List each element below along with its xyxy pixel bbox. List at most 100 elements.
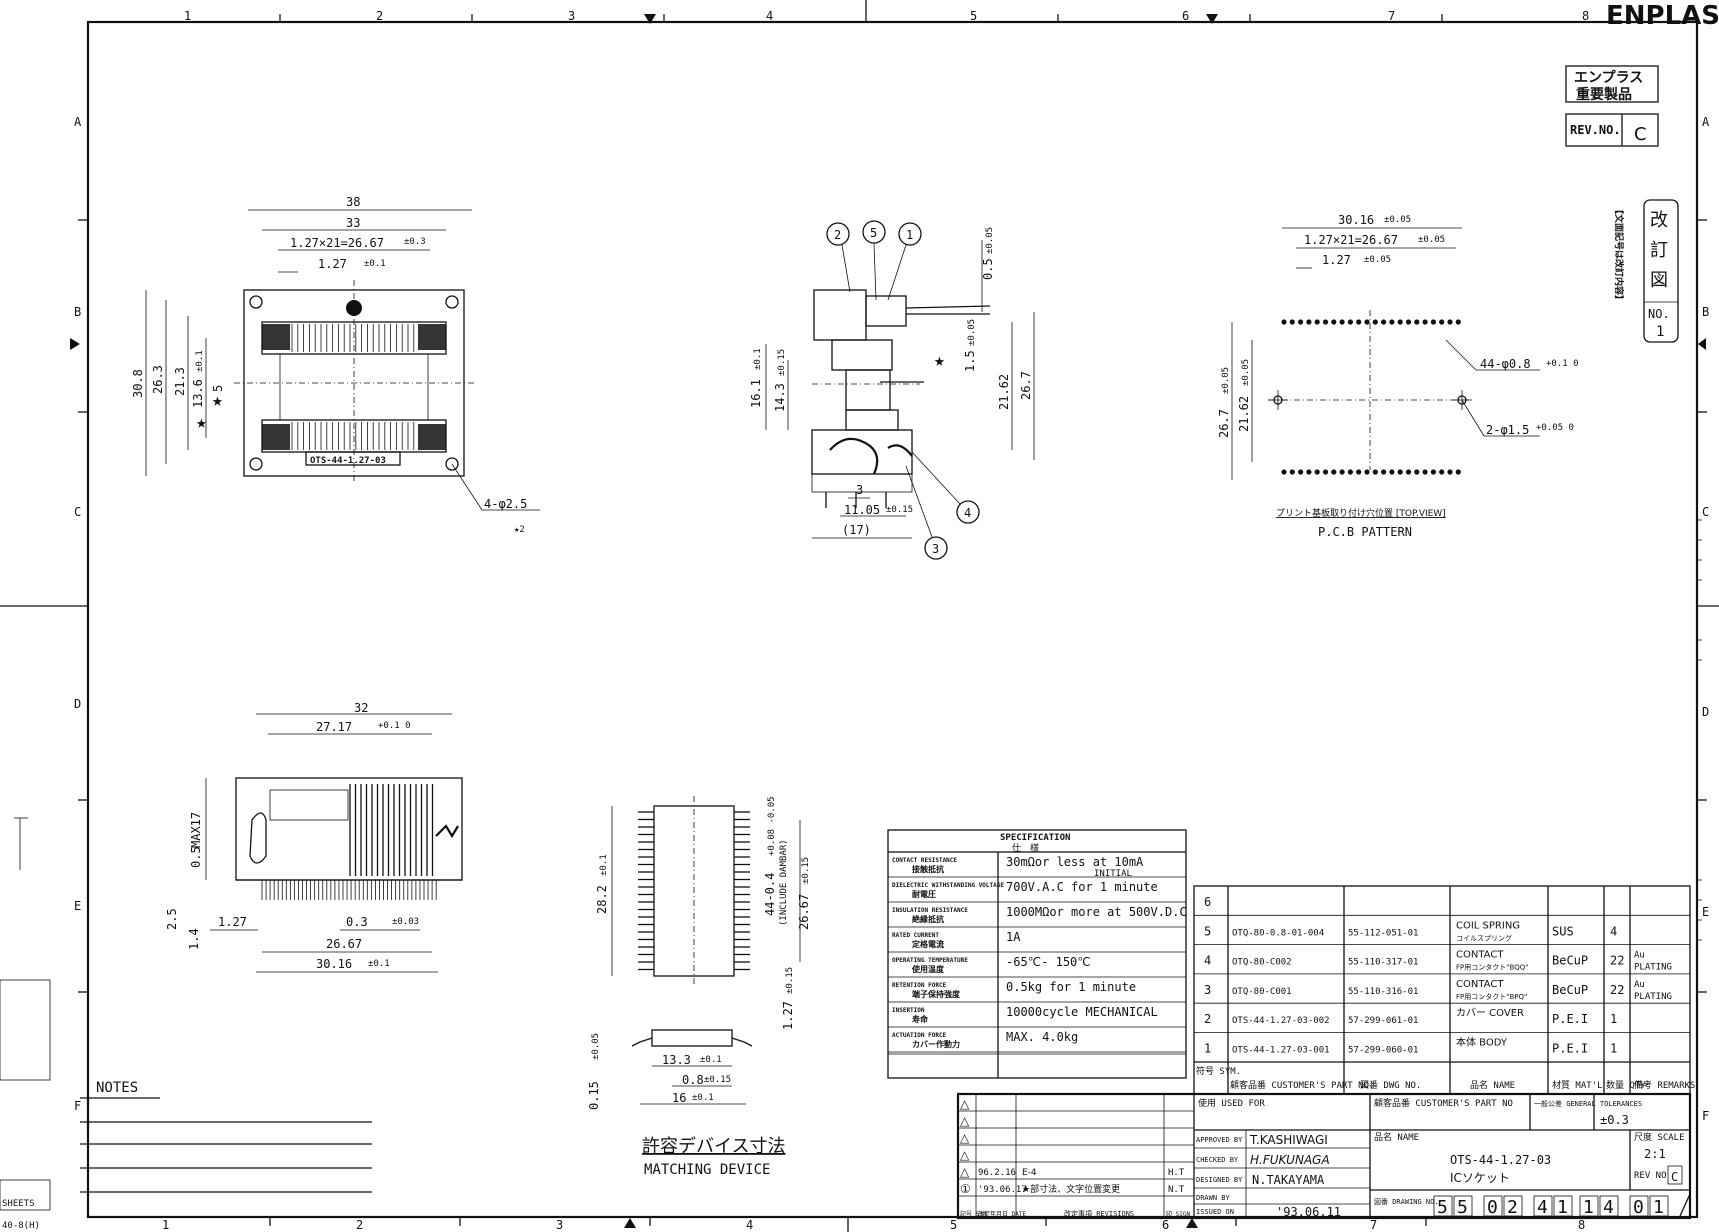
pcb-hole xyxy=(1356,319,1362,325)
pcb-hole xyxy=(1430,319,1436,325)
revision-mark-icon: △ xyxy=(960,1148,970,1162)
parts-header-name: 品名 NAME xyxy=(1470,1079,1515,1091)
title-drawing-no-label: 図番 DRAWING NO. xyxy=(1374,1198,1439,1206)
title-name-jp: ICソケット xyxy=(1450,1171,1510,1185)
parts-header-material: 材質 MAT'L xyxy=(1552,1079,1603,1091)
parts-row-dwg-no: 57-299-060-01 xyxy=(1348,1046,1418,1056)
title-drawn-label: DRAWN BY xyxy=(1196,1194,1231,1202)
revision-stamp-no-value: 1 xyxy=(1656,324,1664,340)
dim-30-8: 30.8 xyxy=(131,369,145,398)
parts-header-customer: 顧客品番 CUSTOMER'S PART NO. xyxy=(1230,1079,1374,1091)
parts-row-qty: 22 xyxy=(1610,954,1624,968)
drawing-number-digit: 4 xyxy=(1603,1197,1614,1218)
front-dim-27-17: 27.17 xyxy=(316,720,352,734)
side-view: 2 5 1 4 3 0.5 ±0.05 16.1 ±0.1 14.3 ±0.15… xyxy=(749,220,1035,560)
drawing-number-digit-box xyxy=(1483,1195,1503,1217)
dim-33: 33 xyxy=(346,216,360,230)
title-rev-no: C xyxy=(1671,1170,1678,1184)
parts-row-name-jp: FP用コンタクト"BQQ" xyxy=(1456,963,1529,972)
parts-row-material: P.E.I xyxy=(1552,1012,1588,1026)
device-dim-dambar: (INCLUDE DAMBAR) xyxy=(779,839,789,926)
pcb-hole xyxy=(1397,319,1403,325)
stamp-line-2: 重要製品 xyxy=(1576,86,1632,103)
pcb-hole xyxy=(1430,469,1436,475)
dim-21-3: 21.3 xyxy=(173,367,187,396)
zone-row-D: D xyxy=(74,697,81,711)
balloon-2: 2 xyxy=(834,228,841,242)
parts-row-qty: 4 xyxy=(1610,924,1617,938)
parts-row-material: BeCuP xyxy=(1552,983,1588,997)
drawing-number-digit-box xyxy=(1433,1195,1453,1217)
dim-21-62: 21.62 xyxy=(997,374,1011,410)
pcb-hole xyxy=(1322,469,1329,475)
parts-header-dwg: 図番 DWG NO. xyxy=(1360,1079,1421,1091)
drawing-number-digit: 5 xyxy=(1437,1197,1448,1218)
spec-row-label: RETENTION FORCE xyxy=(892,982,947,989)
pcb-dim-2-holes-tol: +0.05 0 xyxy=(1536,423,1574,433)
device-dim-0-15-tol: ±0.05 xyxy=(591,1033,601,1060)
parts-row-dwg-no: 55-112-051-01 xyxy=(1348,928,1418,938)
pcb-hole xyxy=(1356,469,1362,475)
pcb-pattern: 30.16 ±0.05 1.27×21=26.67 ±0.05 1.27 ±0.… xyxy=(1217,213,1579,539)
parts-row-sym: 6 xyxy=(1204,895,1211,909)
dim-1-5: 1.5 xyxy=(963,350,977,372)
pcb-hole xyxy=(1289,469,1295,475)
title-name: OTS-44-1.27-03 xyxy=(1450,1153,1551,1167)
pcb-hole xyxy=(1331,319,1337,325)
pcb-dim-21-62-tol: ±0.05 xyxy=(1241,359,1251,386)
spec-row-label-jp: 接触抵抗 xyxy=(912,864,944,874)
device-dim-0-8-tol: ±0.15 xyxy=(704,1075,731,1085)
parts-row-dwg-no: 57-299-061-01 xyxy=(1348,1016,1418,1026)
zone-col-2: 2 xyxy=(376,9,383,23)
title-designed-label: DESIGNED BY xyxy=(1196,1176,1243,1184)
title-block: 使用 USED FOR 顧客品番 CUSTOMER'S PART NO 一般公差… xyxy=(956,1092,1692,1220)
spec-row-label: RATED CURRENT xyxy=(892,932,939,939)
pcb-dim-pitch: 1.27 xyxy=(1322,253,1351,267)
dim-26-3: 26.3 xyxy=(151,365,165,394)
spec-row-label: INSULATION RESISTANCE xyxy=(892,907,968,914)
dim-14-3-tol: ±0.15 xyxy=(777,349,787,376)
device-dim-26-67-tol: ±0.15 xyxy=(801,857,811,884)
title-rev-no-label: REV NO xyxy=(1634,1171,1667,1181)
stamp-line-1: エンプラス xyxy=(1574,70,1643,86)
drawing-number-digit-box xyxy=(1553,1195,1573,1217)
brand-logo: ENPLAS xyxy=(1606,1,1719,31)
dim-pitch-span-tol: ±0.3 xyxy=(404,237,426,247)
parts-row-qty: 1 xyxy=(1610,1012,1617,1026)
star-mark-icon: ★ xyxy=(934,350,945,371)
drawing-number-digit-box xyxy=(1599,1195,1619,1217)
pcb-dim-pitch-span: 1.27×21=26.67 xyxy=(1304,233,1398,247)
front-dim-max17: MAX17 xyxy=(189,812,203,848)
parts-row-remarks: Au xyxy=(1634,951,1645,961)
pcb-hole xyxy=(1298,469,1304,475)
front-view: 32 27.17 +0.1 0 MAX17 0.5 2.5 1.4 1.27 0… xyxy=(165,701,463,973)
spec-title-jp: 仕 様 xyxy=(1012,842,1039,854)
parts-row-remarks: PLATING xyxy=(1634,963,1672,973)
front-view-ribs xyxy=(349,784,434,876)
parts-row-name-jp: FP用コンタクト"BPQ" xyxy=(1456,992,1527,1001)
title-general-tol: ±0.3 xyxy=(1600,1113,1629,1127)
device-dim-13-3: 13.3 xyxy=(662,1053,691,1067)
zone-col-7: 7 xyxy=(1388,9,1395,23)
zone-col-8: 8 xyxy=(1582,9,1589,23)
revision-stamp-char-1: 改 xyxy=(1650,210,1668,231)
title-general-tol-label: 一般公差 GENERAL TOLERANCES xyxy=(1534,1099,1642,1108)
spec-row-label: INSERTION xyxy=(892,1007,925,1014)
device-dim-28-2-tol: ±0.1 xyxy=(599,854,609,876)
parts-row-sym: 1 xyxy=(1204,1042,1211,1056)
zone-row-right-A: A xyxy=(1702,115,1710,129)
pcb-hole xyxy=(1439,469,1445,475)
dim-pitch-span: 1.27×21=26.67 xyxy=(290,236,384,250)
device-dim-28-2: 28.2 xyxy=(595,885,609,914)
front-dim-0-3: 0.3 xyxy=(346,915,368,929)
title-issued-label: ISSUED ON xyxy=(1196,1208,1234,1216)
pcb-dim-2-holes: 2-φ1.5 xyxy=(1486,423,1529,437)
zone-col-bottom-7: 7 xyxy=(1370,1218,1377,1232)
pcb-hole xyxy=(1389,319,1395,325)
balloon-5: 5 xyxy=(870,226,877,240)
device-dim-1-27: 1.27 xyxy=(781,1001,795,1030)
zone-row-right-D: D xyxy=(1702,705,1709,719)
balloon-1: 1 xyxy=(906,228,913,242)
